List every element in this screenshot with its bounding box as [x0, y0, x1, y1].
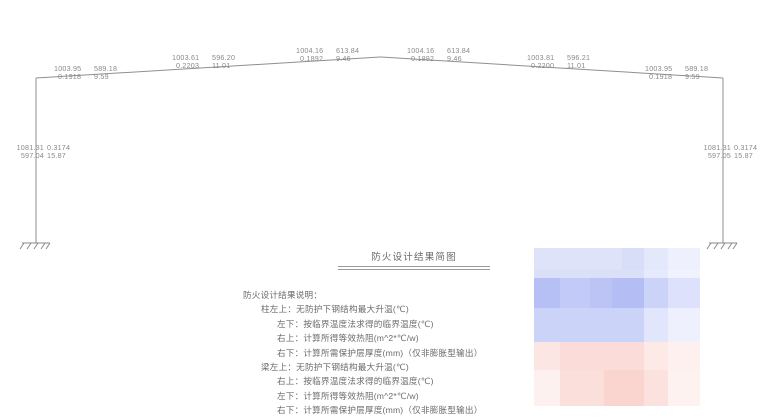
beam-2-coating-thickness: 11.01: [212, 61, 231, 71]
annotation-beam-1: 1003.95 589.18 0.1918 9.59: [54, 64, 130, 82]
left-column-coating-thickness: 15.87: [47, 151, 66, 161]
beam-2-thermal-resistance: 0.2203: [176, 61, 200, 71]
note-column-bottom-left: 左下：按临界温度法求得的临界温度(℃): [277, 318, 434, 329]
notes-heading: 防火设计结果说明：: [243, 290, 323, 300]
title-rule-upper: [338, 266, 490, 267]
overlay-cell: [644, 370, 668, 406]
annotation-beam-3: 1004.16 613.84 0.1892 9.46: [296, 46, 372, 64]
right-rafter-member: [379, 56, 724, 79]
overlay-cell: [644, 342, 668, 370]
overlay-cell: [534, 370, 560, 406]
note-column-top-left: 柱左上：无防护下钢结构最大升温(℃): [261, 304, 409, 315]
beam-1-coating-thickness: 9.59: [94, 72, 109, 82]
beam-6-thermal-resistance: 0.1918: [649, 72, 673, 82]
beam-4-coating-thickness: 9.46: [447, 54, 462, 64]
notes-block: 防火设计结果说明： 柱左上：无防护下钢结构最大升温(℃) 左下：按临界温度法求得…: [243, 288, 573, 418]
overlay-cell: [622, 248, 644, 270]
beam-5-thermal-resistance: 0.2200: [531, 61, 555, 71]
beam-3-critical-temp: 613.84: [336, 46, 360, 55]
note-beam-bottom-left: 左下：计算所得等效热阻(m^2*℃/w): [277, 390, 419, 401]
overlay-cell: [604, 370, 644, 406]
annotation-beam-2: 1003.61 596.20 0.2203 11.01: [172, 53, 248, 71]
diagram-title-block: 防火设计结果简图: [338, 252, 490, 270]
beam-2-critical-temp: 596.20: [212, 53, 236, 62]
annotation-beam-6: 1003.95 589.18 0.1918 9.59: [645, 64, 721, 82]
beam-6-coating-thickness: 9.59: [685, 72, 700, 82]
overlay-cell: [534, 248, 622, 270]
diagram-title: 防火设计结果简图: [371, 252, 457, 263]
left-column-thermal-resistance: 0.3174: [47, 143, 71, 152]
note-column-bottom-right: 右下：计算所需保护层厚度(mm)（仅非膨胀型输出）: [277, 347, 483, 358]
overlay-cell: [668, 308, 700, 342]
left-column-critical-temp: 597.04: [20, 151, 44, 161]
beam-1-thermal-resistance: 0.1918: [58, 72, 82, 82]
color-overlay-block: [534, 248, 700, 406]
annotation-beam-5: 1003.81 596.21 0.2200 11.01: [527, 53, 603, 71]
right-column-max-temp: 1081.31: [703, 143, 731, 152]
right-column-thermal-resistance: 0.3174: [734, 143, 758, 152]
beam-5-coating-thickness: 11.01: [567, 61, 586, 71]
beam-3-max-temp: 1004.16: [296, 46, 324, 55]
beam-3-coating-thickness: 9.46: [336, 54, 351, 64]
beam-1-critical-temp: 589.18: [94, 64, 118, 73]
overlay-cell: [560, 278, 590, 308]
beam-1-max-temp: 1003.95: [54, 64, 82, 73]
left-column-max-temp: 1081.31: [16, 143, 44, 152]
overlay-cell: [590, 278, 612, 308]
overlay-band: [534, 308, 700, 342]
overlay-cell: [668, 248, 700, 270]
overlay-band: [534, 278, 700, 308]
overlay-band: [534, 248, 700, 270]
beam-4-critical-temp: 613.84: [447, 46, 471, 55]
overlay-cell: [612, 278, 644, 308]
left-support: [19, 242, 51, 250]
overlay-cell: [534, 308, 644, 342]
overlay-cell: [668, 342, 700, 370]
beam-5-critical-temp: 596.21: [567, 53, 591, 62]
note-beam-top-right: 右上：按临界温度法求得的临界温度(℃): [277, 376, 434, 387]
overlay-cell: [560, 342, 644, 370]
overlay-cell: [644, 278, 668, 308]
right-support: [706, 242, 738, 250]
beam-2-max-temp: 1003.61: [172, 53, 200, 62]
beam-3-thermal-resistance: 0.1892: [300, 54, 324, 64]
beam-6-critical-temp: 589.18: [685, 64, 709, 73]
overlay-cell: [668, 370, 700, 406]
overlay-band: [534, 370, 700, 406]
overlay-cell: [644, 270, 668, 278]
overlay-band: [534, 342, 700, 370]
overlay-cell: [644, 308, 668, 342]
overlay-cell: [534, 278, 560, 308]
beam-6-max-temp: 1003.95: [645, 64, 673, 73]
annotation-beam-4: 1004.16 613.84 0.1892 9.46: [407, 46, 483, 64]
note-column-top-right: 右上：计算所得等效热阻(m^2*℃/w): [277, 333, 419, 344]
overlay-cell: [644, 248, 668, 270]
overlay-cell: [560, 370, 604, 406]
overlay-band: [534, 270, 700, 278]
beam-4-thermal-resistance: 0.1892: [411, 54, 435, 64]
right-column-coating-thickness: 15.87: [734, 151, 753, 161]
note-beam-top-left: 梁左上：无防护下钢结构最大升温(℃): [261, 362, 409, 373]
overlay-cell: [534, 270, 644, 278]
overlay-cell: [668, 270, 700, 278]
beam-4-max-temp: 1004.16: [407, 46, 435, 55]
left-rafter-member: [35, 56, 381, 79]
beam-5-max-temp: 1003.81: [527, 53, 555, 62]
note-beam-bottom-right: 右下：计算所需保护层厚度(mm)（仅非膨胀型输出）: [277, 405, 483, 416]
title-rule-lower: [338, 268, 490, 270]
overlay-cell: [534, 342, 560, 370]
overlay-cell: [668, 278, 700, 308]
right-column-critical-temp: 597.05: [707, 151, 731, 161]
